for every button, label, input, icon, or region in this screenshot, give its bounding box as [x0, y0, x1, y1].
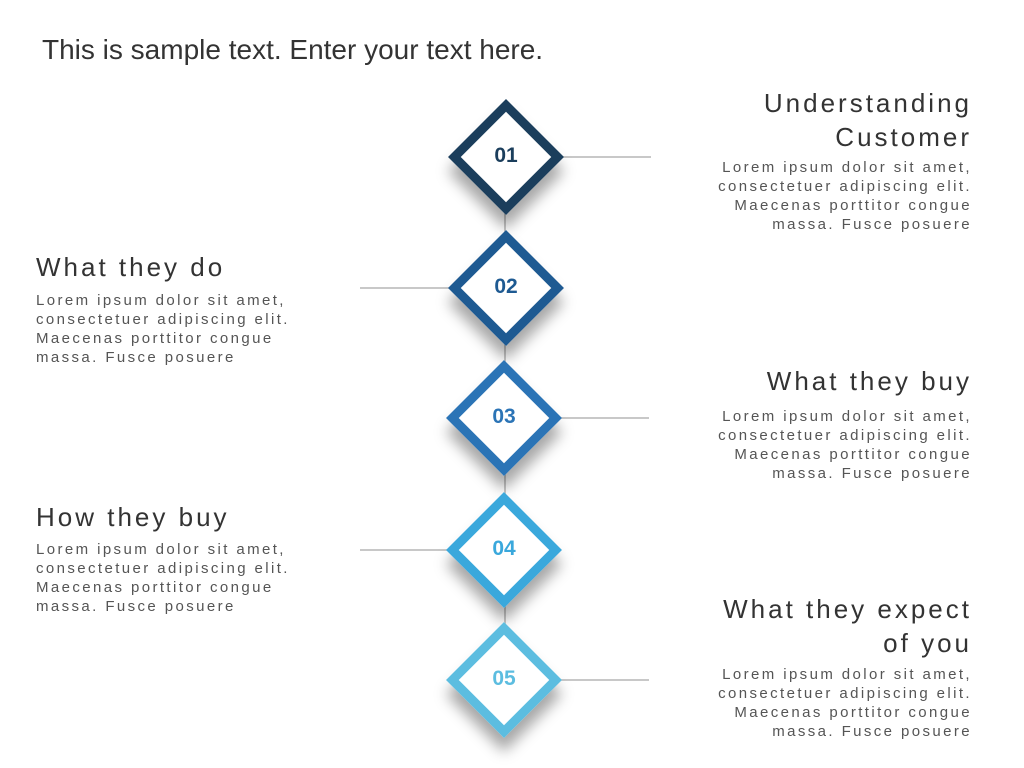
description-line: massa. Fusce posuere: [36, 598, 236, 615]
step-heading: How they buy: [36, 500, 230, 534]
description-line: Maecenas porttitor congue: [734, 197, 972, 214]
description-line: Maecenas porttitor congue: [734, 446, 972, 463]
description-line: massa. Fusce posuere: [772, 465, 972, 482]
step-description: Lorem ipsum dolor sit amet, consectetuer …: [718, 665, 972, 741]
heading-line: Understanding: [763, 88, 972, 118]
heading-line: Customer: [835, 122, 972, 152]
step-number: 02: [494, 275, 518, 298]
step-heading: What they do: [36, 250, 225, 284]
description-line: Lorem ipsum dolor sit amet,: [722, 666, 972, 683]
step-heading: What they buy: [767, 364, 972, 398]
step-description: Lorem ipsum dolor sit amet, consectetuer …: [718, 407, 972, 483]
description-line: Maecenas porttitor congue: [36, 330, 274, 347]
heading-line: What they do: [36, 252, 226, 282]
step-number: 03: [492, 405, 516, 428]
step-number: 04: [492, 537, 516, 560]
slide-title: This is sample text. Enter your text her…: [42, 34, 544, 65]
heading-line: How they buy: [36, 502, 230, 532]
connector-line: [544, 417, 649, 419]
connector-line: [546, 156, 651, 158]
step-heading: What they expect of you: [723, 592, 972, 660]
description-line: Lorem ipsum dolor sit amet,: [36, 292, 286, 309]
connector-line: [544, 679, 649, 681]
description-line: consectetuer adipiscing elit.: [718, 178, 972, 195]
step-number: 05: [492, 667, 516, 690]
heading-line: What they expect: [723, 594, 972, 624]
description-line: consectetuer adipiscing elit.: [718, 427, 972, 444]
description-line: consectetuer adipiscing elit.: [36, 560, 290, 577]
step-description: Lorem ipsum dolor sit amet, consectetuer …: [36, 291, 290, 367]
description-line: consectetuer adipiscing elit.: [718, 685, 972, 702]
description-line: Lorem ipsum dolor sit amet,: [722, 159, 972, 176]
description-line: massa. Fusce posuere: [772, 723, 972, 740]
description-line: Maecenas porttitor congue: [734, 704, 972, 721]
heading-line: of you: [883, 628, 972, 658]
step-description: Lorem ipsum dolor sit amet, consectetuer …: [718, 158, 972, 234]
description-line: massa. Fusce posuere: [36, 349, 236, 366]
heading-line: What they buy: [766, 366, 972, 396]
description-line: Lorem ipsum dolor sit amet,: [722, 408, 972, 425]
description-line: Lorem ipsum dolor sit amet,: [36, 541, 286, 558]
description-line: consectetuer adipiscing elit.: [36, 311, 290, 328]
step-number: 01: [494, 144, 518, 167]
connector-line: [360, 549, 464, 551]
step-description: Lorem ipsum dolor sit amet, consectetuer …: [36, 540, 290, 616]
description-line: massa. Fusce posuere: [772, 216, 972, 233]
connector-line: [360, 287, 466, 289]
description-line: Maecenas porttitor congue: [36, 579, 274, 596]
